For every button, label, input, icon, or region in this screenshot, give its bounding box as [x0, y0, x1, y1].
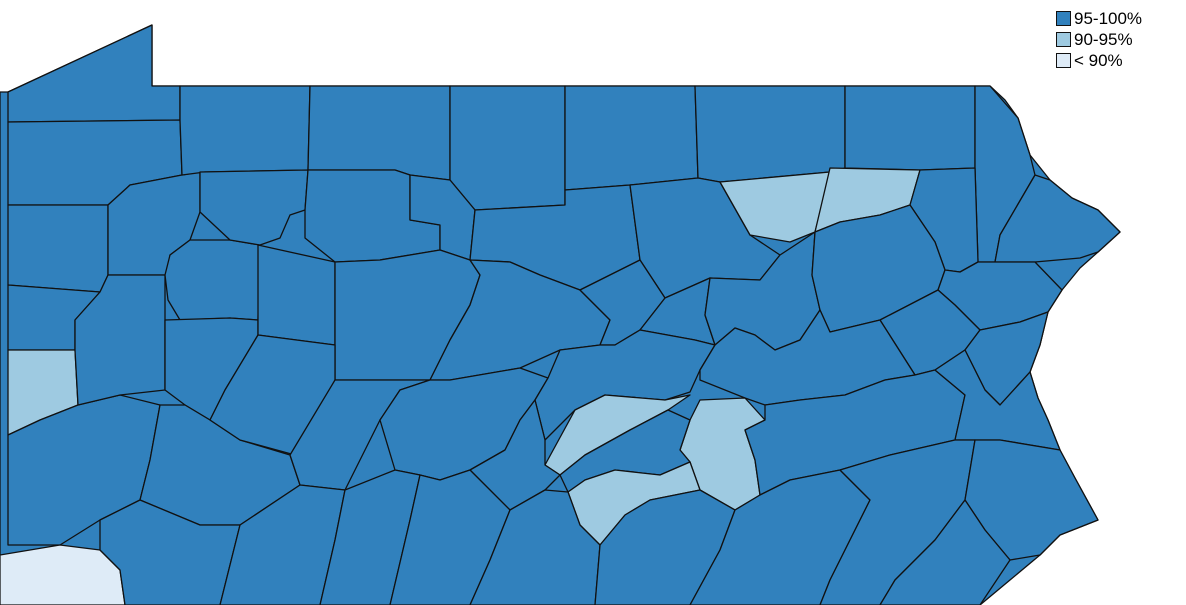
- county: [694, 85, 846, 183]
- county: [7, 204, 109, 293]
- county: [7, 24, 181, 123]
- map-legend: 95-100% 90-95% < 90%: [1056, 8, 1174, 71]
- legend-swatch: [1056, 32, 1071, 47]
- legend-label: 95-100%: [1074, 9, 1143, 28]
- county: [209, 334, 336, 456]
- legend-label: < 90%: [1074, 51, 1123, 70]
- legend-item-95-100: 95-100%: [1056, 8, 1174, 29]
- legend-swatch: [1056, 53, 1071, 68]
- county: [449, 85, 566, 211]
- legend-item-under-90: < 90%: [1056, 50, 1174, 71]
- legend-label: 90-95%: [1074, 30, 1133, 49]
- county: [99, 499, 241, 605]
- county: [994, 174, 1121, 263]
- county: [164, 239, 261, 321]
- county: [429, 259, 611, 381]
- county: [257, 244, 336, 346]
- legend-swatch: [1056, 11, 1071, 26]
- county: [879, 499, 1011, 605]
- legend-item-90-95: 90-95%: [1056, 29, 1174, 50]
- county: [74, 274, 166, 406]
- county: [844, 85, 976, 171]
- county: [179, 85, 311, 176]
- county: [307, 85, 451, 181]
- county: [564, 85, 699, 191]
- county-mid: [719, 171, 831, 243]
